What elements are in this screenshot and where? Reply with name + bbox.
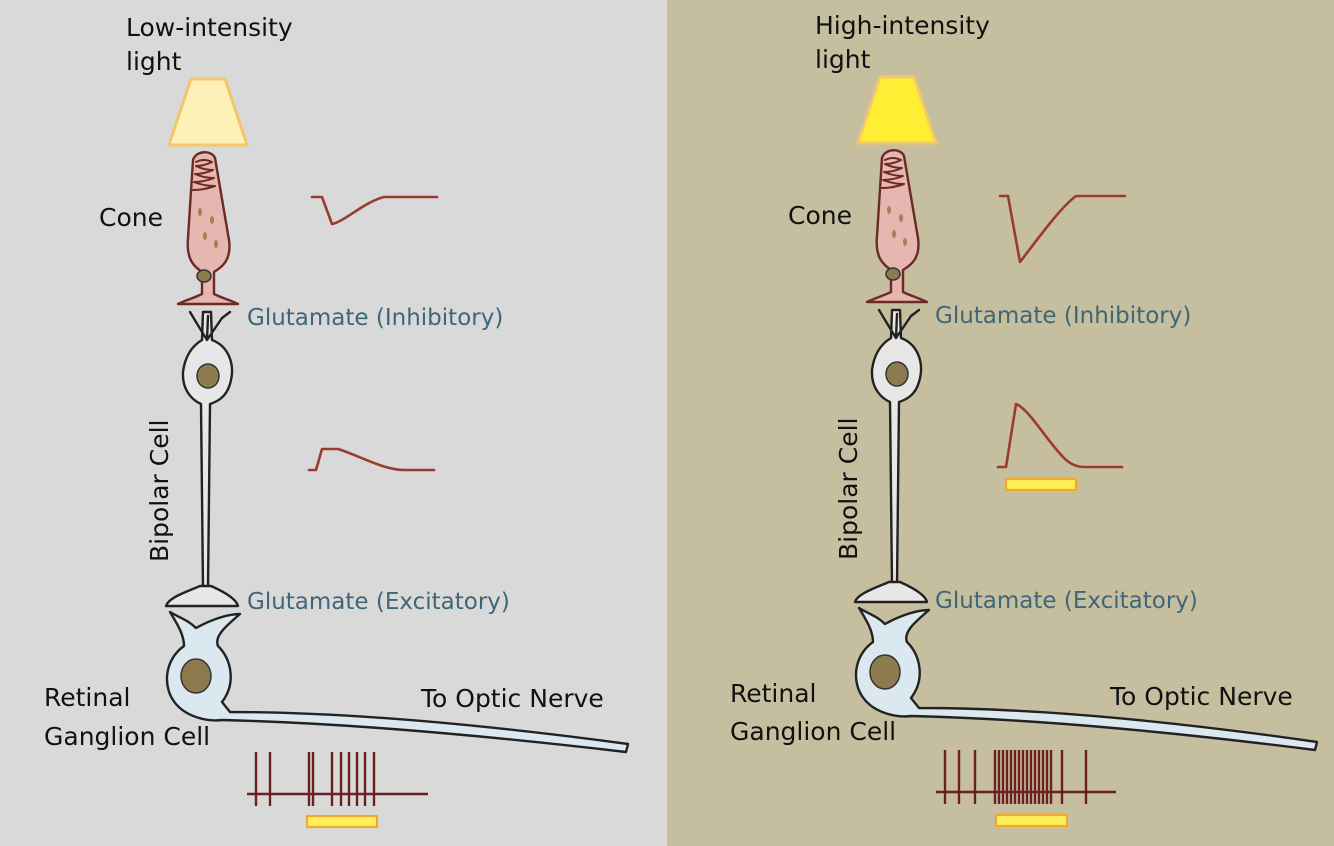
low-cone-disk-stack [192, 159, 216, 191]
low-ganglion-nucleus [180, 658, 212, 694]
low-cone-nucleus [196, 269, 212, 283]
high-cone-cell [865, 149, 929, 304]
high-ganglion-spike-train [936, 750, 1116, 804]
high-ganglion-cell [854, 606, 1319, 752]
high-cone-nucleus [885, 267, 901, 281]
high-intensity-panel: High-intensity light Cone Glutamate (Inh… [667, 0, 1334, 846]
low-spike-group [254, 752, 376, 806]
high-ganglion-stimulus-bar [994, 813, 1069, 828]
low-ganglion-label-line2: Ganglion Cell [44, 722, 210, 751]
high-spike-group [943, 750, 1088, 804]
high-ganglion-body [854, 606, 1319, 752]
low-cone-organelles [198, 208, 218, 248]
high-bipolar-terminal [853, 580, 929, 604]
high-ganglion-nucleus [869, 654, 901, 690]
high-light-label-line1: High-intensity [815, 11, 990, 40]
high-cone-disk-stack [881, 157, 905, 189]
low-bipolar-cell [164, 310, 240, 608]
high-glutamate-excitatory-label: Glutamate (Excitatory) [935, 588, 1198, 614]
high-glutamate-inhibitory-label: Glutamate (Inhibitory) [935, 303, 1191, 329]
low-ganglion-cell [165, 610, 630, 754]
low-cone-cell [176, 151, 240, 306]
low-ganglion-body [165, 610, 630, 754]
low-cone-label: Cone [99, 203, 163, 232]
low-panel-background [0, 0, 667, 846]
low-bipolar-nucleus [196, 363, 220, 389]
low-light-label-line1: Low-intensity [126, 13, 293, 42]
high-optic-nerve-label: To Optic Nerve [1109, 682, 1293, 711]
high-bipolar-nucleus [885, 361, 909, 387]
high-bipolar-stimulus-bar [1004, 477, 1078, 492]
low-bipolar-label: Bipolar Cell [145, 420, 174, 562]
high-bipolar-label: Bipolar Cell [834, 418, 863, 560]
low-bipolar-dendrites [188, 310, 232, 342]
high-ganglion-label-line1: Retinal [730, 679, 817, 708]
low-optic-nerve-label: To Optic Nerve [420, 684, 604, 713]
low-glutamate-inhibitory-label: Glutamate (Inhibitory) [247, 305, 503, 331]
high-light-lamp-icon [855, 75, 939, 145]
low-ganglion-label-line1: Retinal [44, 683, 131, 712]
high-bipolar-cell [853, 308, 929, 604]
low-ganglion-spike-train [247, 752, 428, 806]
low-light-lamp-icon [166, 77, 250, 147]
high-ganglion-label-line2: Ganglion Cell [730, 717, 896, 746]
high-cone-response-trace [998, 194, 1127, 264]
high-panel-background [667, 0, 1334, 846]
high-light-label-line2: light [815, 45, 871, 74]
low-cone-response-trace [310, 195, 439, 226]
low-bipolar-terminal [164, 584, 240, 608]
low-light-label-line2: light [126, 47, 182, 76]
high-bipolar-response-trace [996, 402, 1124, 469]
low-ganglion-stimulus-bar [305, 814, 379, 829]
low-glutamate-excitatory-label: Glutamate (Excitatory) [247, 589, 510, 615]
low-bipolar-response-trace [307, 447, 436, 472]
high-cone-organelles [887, 206, 907, 246]
high-cone-label: Cone [788, 201, 852, 230]
low-intensity-panel: Low-intensity light Cone Glutamate (Inhi… [0, 0, 667, 846]
high-bipolar-dendrites [877, 308, 921, 340]
